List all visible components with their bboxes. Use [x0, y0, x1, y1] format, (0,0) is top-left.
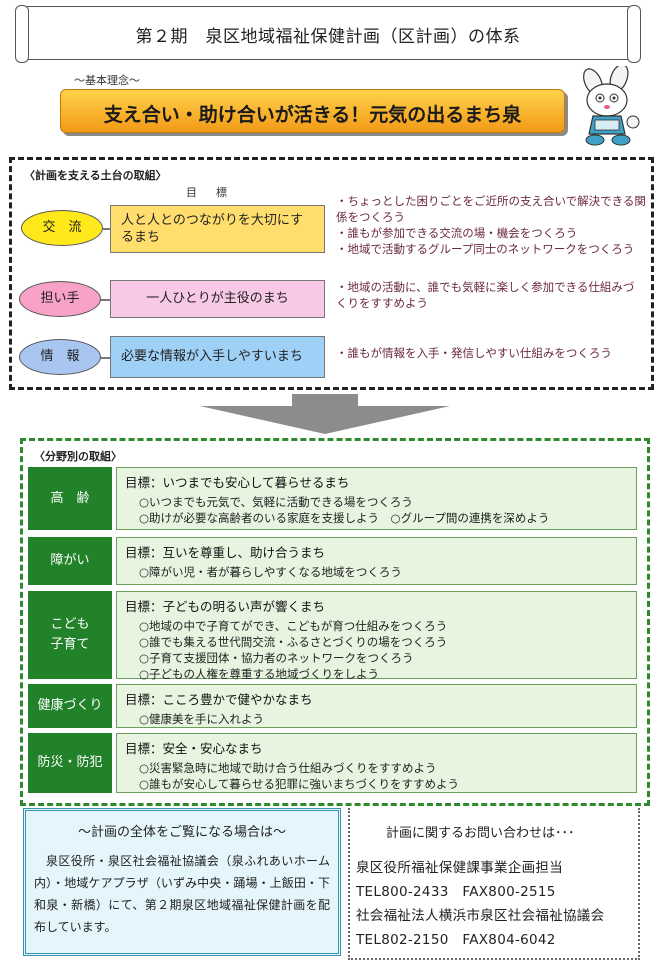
connector — [101, 299, 111, 301]
field-goal: 目標：安全・安心なまち — [125, 741, 263, 756]
field-row-health: 目標：こころ豊かで健やかなまち ○健康美を手に入れよう — [116, 684, 637, 728]
field-row-disaster: 目標：安全・安心なまち ○災害緊急時に地域で助け合う仕組みづくりをすすめよう ○… — [116, 733, 637, 793]
down-arrow-icon — [200, 394, 450, 434]
field-item: ○いつまでも元気で、気軽に活動できる場をつくろう — [139, 495, 413, 509]
principle-label: ～基本理念～ — [74, 74, 140, 87]
field-goal: 目標：互いを尊重し、助け合うまち — [125, 545, 326, 560]
category-children: こども 子育て — [28, 591, 112, 679]
principle-text: 支え合い・助け合いが活きる！元気の出るまち泉 — [103, 104, 522, 126]
field-item: ○災害緊急時に地域で助け合う仕組みづくりをすすめよう — [139, 761, 437, 775]
foundation-section — [9, 157, 654, 390]
foundation-goal-exchange: 人と人とのつながりを大切にするまち — [110, 205, 325, 253]
field-goal: 目標：いつまでも安心して暮らせるまち — [125, 475, 350, 490]
contact-phone-council: TEL802-2150 FAX804-6042 — [356, 932, 556, 948]
action-item: ・誰もが情報を入手・発信しやすい仕組みをつくろう — [336, 346, 612, 360]
principle-banner: 支え合い・助け合いが活きる！元気の出るまち泉 — [60, 89, 565, 133]
category-elderly: 高 齢 — [28, 467, 112, 530]
mascot-character-icon — [583, 66, 640, 146]
contact-heading: 計画に関するお問い合わせは･･･ — [386, 826, 575, 841]
field-row-disability: 目標：互いを尊重し、助け合うまち ○障がい児・者が暮らしやすくなる地域をつくろう — [116, 537, 637, 585]
info-body: 泉区役所・泉区社会福祉協議会（泉ふれあいホーム内）・地域ケアプラザ（いずみ中央・… — [34, 854, 330, 934]
foundation-label-exchange: 交 流 — [21, 210, 103, 246]
field-row-children: 目標：子どもの明るい声が響くまち ○地域の中で子育てができ、こどもが育つ仕組みを… — [116, 591, 637, 681]
contact-office: 泉区役所福祉保健課事業企画担当 — [356, 860, 563, 876]
action-item: ・ちょっとした困りごとをご近所の支え合いで解決できる関係をつくろう — [336, 194, 646, 224]
field-goal: 目標：子どもの明るい声が響くまち — [125, 599, 326, 614]
action-item: ・地域で活動するグループ同士のネットワークをつくろう — [336, 242, 635, 256]
foundation-heading: 〈計画を支える土台の取組〉 — [24, 169, 167, 182]
category-disability: 障がい — [28, 537, 112, 585]
page-title: 第２期 泉区地域福祉保健計画（区計画）の体系 — [135, 27, 521, 47]
field-section — [20, 438, 650, 806]
field-item: ○子どもの人権を尊重する地域づくりをしよう — [139, 667, 380, 681]
foundation-actions-info: ・誰もが情報を入手・発信しやすい仕組みをつくろう — [336, 345, 646, 361]
goals-header: 目 標 — [186, 186, 231, 199]
foundation-label-info: 情 報 — [19, 339, 101, 375]
field-item: ○子育て支援団体・協力者のネットワークをつくろう — [139, 651, 414, 665]
category-disaster: 防災・防犯 — [28, 733, 112, 793]
contact-phone-office: TEL800-2433 FAX800-2515 — [356, 884, 556, 900]
field-goal: 目標：こころ豊かで健やかなまち — [125, 692, 313, 707]
field-item: ○助けが必要な高齢者のいる家庭を支援しよう ○グループ間の連携を深めよう — [139, 511, 550, 525]
category-health: 健康づくり — [28, 684, 112, 728]
action-item: ・地域の活動に、誰でも気軽に楽しく参加できる仕組みづくりをすすめよう — [336, 280, 635, 310]
foundation-goal-bearers: 一人ひとりが主役のまち — [110, 280, 325, 318]
contact-border — [348, 808, 640, 960]
foundation-goal-info: 必要な情報が入手しやすいまち — [110, 336, 325, 378]
connector — [103, 228, 111, 230]
foundation-actions-bearers: ・地域の活動に、誰でも気軽に楽しく参加できる仕組みづくりをすすめよう — [336, 279, 636, 311]
field-item: ○誰もが安心して暮らせる犯罪に強いまちづくりをすすめよう — [139, 777, 459, 791]
foundation-actions-exchange: ・ちょっとした困りごとをご近所の支え合いで解決できる関係をつくろう ・誰もが参加… — [336, 193, 648, 257]
foundation-label-bearers: 担い手 — [19, 281, 101, 317]
field-item: ○障がい児・者が暮らしやすくなる地域をつくろう — [139, 565, 402, 579]
contact-council: 社会福祉法人横浜市泉区社会福祉協議会 — [356, 908, 605, 924]
distribution-info-box: ～計画の全体をご覧になる場合は～ 泉区役所・泉区社会福祉協議会（泉ふれあいホーム… — [23, 808, 341, 956]
contact-section: 計画に関するお問い合わせは･･･ 泉区役所福祉保健課事業企画担当 TEL800-… — [348, 808, 640, 960]
title-banner: 第２期 泉区地域福祉保健計画（区計画）の体系 — [15, 5, 641, 63]
field-row-elderly: 目標：いつまでも安心して暮らせるまち ○いつまでも元気で、気軽に活動できる場をつ… — [116, 467, 637, 530]
info-heading: ～計画の全体をご覧になる場合は～ — [77, 825, 286, 840]
field-heading: 〈分野別の取組〉 — [34, 450, 122, 463]
field-item: ○健康美を手に入れよう — [139, 712, 265, 726]
field-item: ○地域の中で子育てができ、こどもが育つ仕組みをつくろう — [139, 619, 448, 633]
connector — [101, 357, 111, 359]
field-item: ○誰でも集える世代間交流・ふるさとづくりの場をつくろう — [139, 635, 448, 649]
action-item: ・誰もが参加できる交流の場・機会をつくろう — [336, 226, 578, 240]
